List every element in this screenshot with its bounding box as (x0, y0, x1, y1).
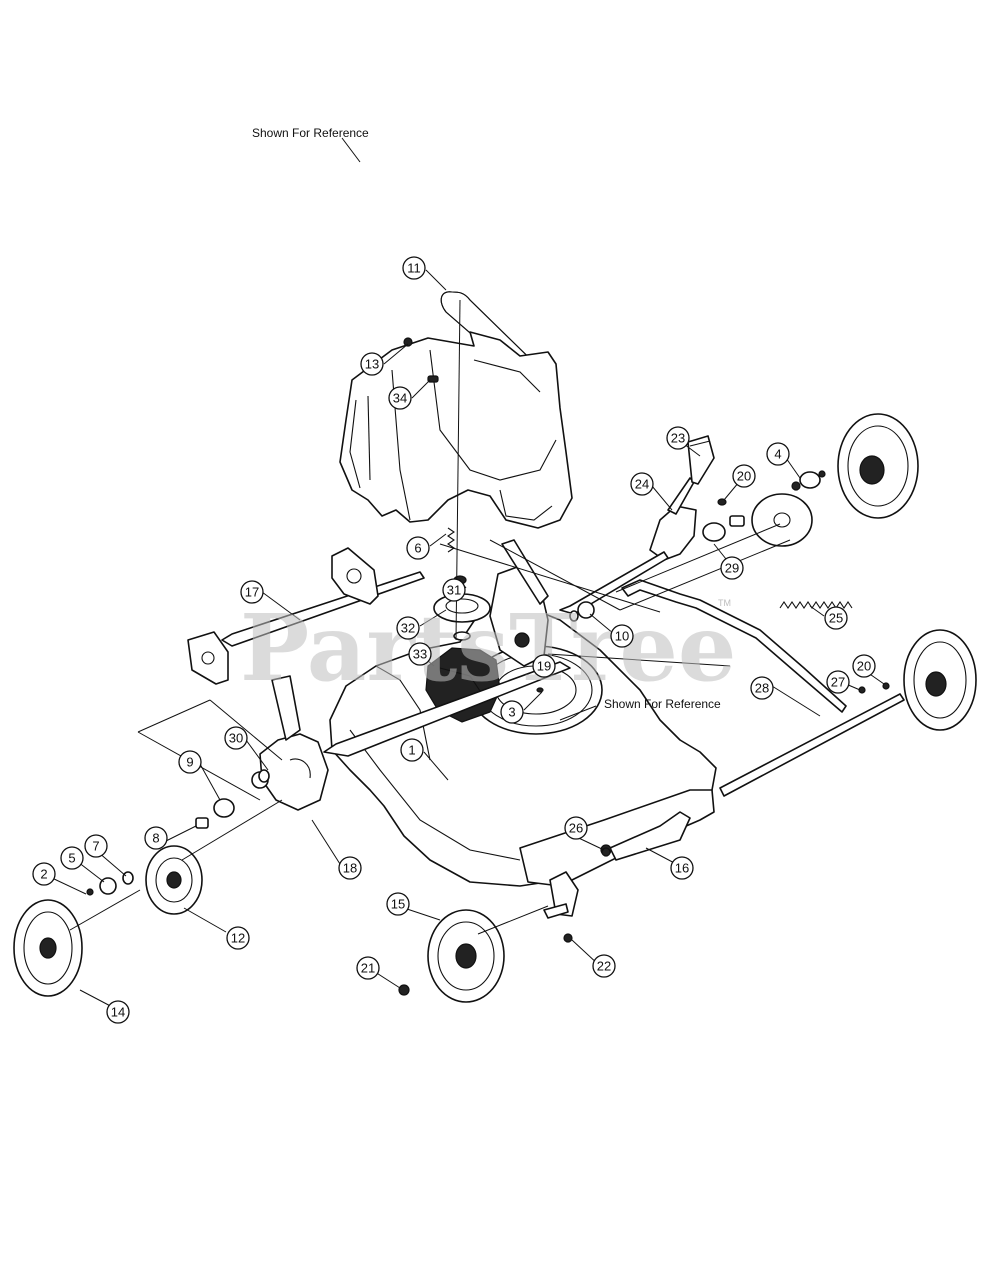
svg-text:32: 32 (401, 621, 415, 636)
center-height-plate (331, 547, 379, 605)
callout-8: 8 (144, 826, 168, 850)
callout-30: 30 (224, 726, 248, 750)
svg-text:23: 23 (671, 431, 685, 446)
svg-text:10: 10 (615, 629, 629, 644)
svg-text:8: 8 (152, 831, 159, 846)
rear-handle-bracket (621, 579, 847, 713)
svg-text:33: 33 (413, 647, 427, 662)
callout-31: 31 (442, 578, 466, 602)
svg-text:5: 5 (68, 851, 75, 866)
rear-wheel-left (903, 629, 977, 731)
callout-22: 22 (592, 954, 616, 978)
svg-text:1: 1 (408, 743, 415, 758)
svg-text:17: 17 (245, 585, 259, 600)
callout-5: 5 (60, 846, 84, 870)
reference-label-deck: Shown For Reference (604, 697, 721, 711)
left-height-plate (187, 631, 229, 685)
svg-text:15: 15 (391, 897, 405, 912)
svg-text:34: 34 (393, 391, 407, 406)
svg-text:31: 31 (447, 583, 461, 598)
callout-20-right: 20 (852, 654, 876, 678)
svg-text:20: 20 (857, 659, 871, 674)
svg-text:29: 29 (725, 561, 739, 576)
front-right-axle-bracket (543, 871, 579, 919)
rear-gear-wheel (751, 470, 826, 547)
svg-text:20: 20 (737, 469, 751, 484)
front-pivot-bar (600, 693, 905, 861)
watermark-trademark: TM (718, 598, 731, 608)
rear-pinion (702, 498, 745, 542)
svg-text:11: 11 (407, 261, 421, 276)
callout-17: 17 (240, 580, 264, 604)
svg-text:27: 27 (831, 675, 845, 690)
partstree-watermark: PartsTree (240, 594, 736, 702)
svg-text:12: 12 (231, 931, 245, 946)
callout-9: 9 (178, 750, 202, 774)
svg-text:13: 13 (365, 357, 379, 372)
svg-text:30: 30 (229, 731, 243, 746)
callout-19: 19 (532, 654, 556, 678)
small-hardware (258, 337, 890, 996)
callout-20-top: 20 (732, 464, 756, 488)
callout-7: 7 (84, 834, 108, 858)
callout-27: 27 (826, 670, 850, 694)
svg-text:28: 28 (755, 681, 769, 696)
callout-26: 26 (564, 816, 588, 840)
svg-text:19: 19 (537, 659, 551, 674)
svg-text:24: 24 (635, 477, 649, 492)
svg-text:14: 14 (111, 1005, 125, 1020)
callout-34: 34 (388, 386, 412, 410)
svg-text:4: 4 (774, 447, 781, 462)
rear-wheel-right (837, 413, 919, 519)
belt-cover (339, 331, 573, 529)
reference-label-cover: Shown For Reference (252, 126, 369, 140)
callout-18: 18 (338, 856, 362, 880)
callout-33: 33 (408, 642, 432, 666)
drive-axle (323, 661, 571, 757)
callout-16: 16 (670, 856, 694, 880)
front-right-wheel (427, 909, 505, 1003)
callout-4: 4 (766, 442, 790, 466)
svg-text:9: 9 (186, 755, 193, 770)
front-left-hub (86, 771, 269, 915)
callout-25: 25 (824, 606, 848, 630)
svg-text:2: 2 (40, 867, 47, 882)
svg-text:25: 25 (829, 611, 843, 626)
shift-lever (649, 435, 715, 561)
callout-21: 21 (356, 956, 380, 980)
callout-3: 3 (500, 700, 524, 724)
rear-height-plate (489, 539, 549, 667)
callout-1: 1 (400, 738, 424, 762)
callout-12: 12 (226, 926, 250, 950)
front-left-wheel (13, 899, 83, 997)
callout-6: 6 (406, 536, 430, 560)
callout-14: 14 (106, 1000, 130, 1024)
callout-2: 2 (32, 862, 56, 886)
svg-text:26: 26 (569, 821, 583, 836)
svg-text:6: 6 (414, 541, 421, 556)
svg-text:18: 18 (343, 861, 357, 876)
svg-text:16: 16 (675, 861, 689, 876)
callout-13: 13 (360, 352, 384, 376)
front-height-plate (259, 675, 329, 811)
svg-text:3: 3 (508, 705, 515, 720)
callout-24: 24 (630, 472, 654, 496)
svg-text:22: 22 (597, 959, 611, 974)
extension-spring (779, 601, 853, 609)
callout-28: 28 (750, 676, 774, 700)
callout-29: 29 (720, 556, 744, 580)
callout-32: 32 (396, 616, 420, 640)
callout-10: 10 (610, 624, 634, 648)
callout-23: 23 (666, 426, 690, 450)
callout-11: 11 (402, 256, 426, 280)
svg-text:7: 7 (92, 839, 99, 854)
svg-text:21: 21 (361, 961, 375, 976)
callout-15: 15 (386, 892, 410, 916)
